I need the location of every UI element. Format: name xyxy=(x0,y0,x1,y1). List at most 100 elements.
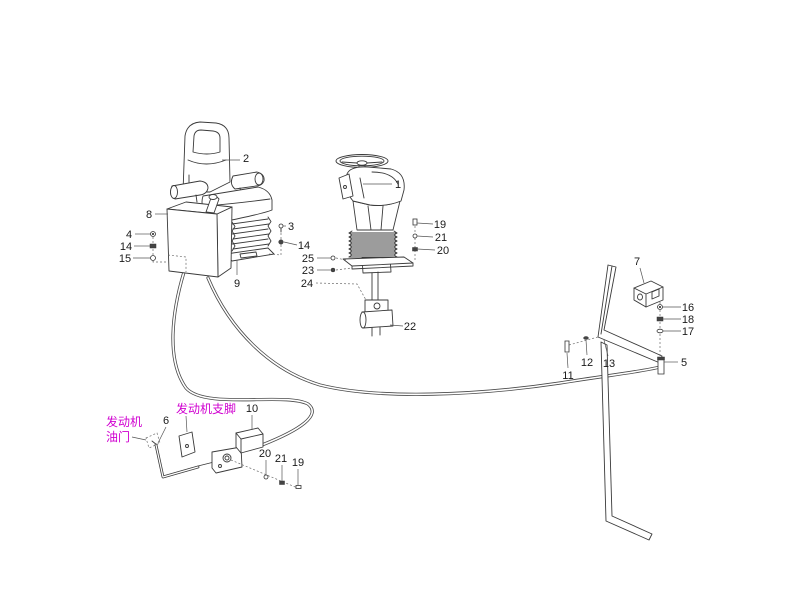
steering-wheel-inner-rim xyxy=(339,155,385,167)
callout-14-right: 14 xyxy=(298,240,310,252)
bellows-left-fold xyxy=(231,221,236,252)
fastener-21-washer xyxy=(412,233,418,239)
leader-line-11 xyxy=(566,352,569,369)
linkage-cable-nut xyxy=(222,453,232,463)
leader-line-12 xyxy=(585,339,588,356)
callout-24: 24 xyxy=(301,278,313,290)
seat-backrest xyxy=(182,121,231,193)
callout-1: 1 xyxy=(395,179,401,191)
valve-cylinder-end xyxy=(359,311,367,329)
callout-2: 2 xyxy=(243,153,249,165)
bracket-arm-fold xyxy=(600,265,613,335)
fastener-25-bolt xyxy=(330,255,336,261)
throttle-cable-core xyxy=(172,271,314,446)
fastener-18-hex xyxy=(656,316,664,322)
column-fasteners-left xyxy=(330,255,353,273)
steering-wheel-hub xyxy=(356,160,368,166)
callout-22: 22 xyxy=(404,321,416,333)
annotation-notes: 发动机 油门 发动机支脚 xyxy=(106,401,236,444)
steering-wheel xyxy=(335,154,389,173)
headrest-opening xyxy=(192,129,221,155)
flange-plate-edge xyxy=(351,262,414,270)
cable-mount-body xyxy=(633,280,664,308)
callout-8: 8 xyxy=(146,209,152,221)
note-engine-mount: 发动机支脚 xyxy=(176,401,236,416)
bracket-left-fastener-axis xyxy=(568,336,599,346)
bracket-arm xyxy=(597,264,663,364)
linkage-bracket-upright xyxy=(235,427,264,454)
bracket-cable-core xyxy=(207,277,661,396)
callout-7: 7 xyxy=(634,256,640,268)
leader-line-22 xyxy=(389,324,404,327)
leader-line-21-column xyxy=(416,235,434,238)
cable-mount-slot xyxy=(651,288,660,300)
callout-14-left: 14 xyxy=(120,241,132,253)
fastener-20-bottom-washer xyxy=(263,474,269,480)
throttle-cable xyxy=(171,270,314,447)
fastener-4-core xyxy=(151,232,155,236)
callout-13: 13 xyxy=(603,358,615,370)
column-lower-shaft xyxy=(371,271,379,301)
note-leader-engine-throttle xyxy=(131,436,147,441)
callout-3: 3 xyxy=(288,221,294,233)
column-side-bracket-hole xyxy=(343,185,347,189)
steering-wheel-spokes xyxy=(341,161,383,164)
fastener-19-screw xyxy=(412,218,418,226)
callout-4: 4 xyxy=(126,229,132,241)
fastener-19-bottom-screw xyxy=(295,485,302,489)
callout-21-column: 21 xyxy=(435,232,447,244)
bracket-leg xyxy=(600,341,653,541)
fastener-14-washer xyxy=(149,243,157,249)
column-bellows-fill xyxy=(350,231,396,258)
column-cowl-contour xyxy=(359,171,399,199)
linkage-bracket-upright-edges xyxy=(235,432,264,454)
column-bellows-right-fold xyxy=(393,230,398,258)
fastener-20-nut xyxy=(412,247,418,252)
engine-mount-hole xyxy=(185,444,189,448)
note-engine-throttle-line-1: 发动机 xyxy=(106,414,142,429)
callout-6: 6 xyxy=(163,415,169,427)
column-bellows-left-fold xyxy=(348,230,353,258)
valve-cylinder xyxy=(361,309,394,329)
fastener-12-washer xyxy=(583,336,589,340)
valve-fittings xyxy=(371,326,381,337)
column-inner-shaft xyxy=(367,205,384,231)
callout-21-bottom: 21 xyxy=(275,453,287,465)
fastener-11-bolt xyxy=(564,340,570,353)
linkage-fastener-axis xyxy=(230,459,301,490)
leader-lines xyxy=(131,159,681,485)
seat-assembly xyxy=(149,121,284,278)
callout-19-bottom: 19 xyxy=(292,457,304,469)
fastener-3-screw-head xyxy=(278,223,284,229)
column-bellows-inner-ridges xyxy=(351,234,395,256)
leader-line-24 xyxy=(315,282,367,301)
leader-line-13 xyxy=(603,339,609,357)
linkage-cable-nut-core xyxy=(224,455,230,461)
throttle-linkage-assembly xyxy=(145,427,302,490)
fastener-17-washer xyxy=(656,328,664,334)
control-box xyxy=(166,194,233,278)
left-armrest xyxy=(170,180,209,203)
leader-line-19-column xyxy=(416,222,434,225)
control-lever xyxy=(205,195,220,214)
callout-5: 5 xyxy=(681,357,687,369)
callout-17: 17 xyxy=(682,326,694,338)
fastener-14-right-washer xyxy=(278,239,284,245)
fastener-15-bolt xyxy=(150,255,156,261)
base-plate-slot xyxy=(239,251,258,259)
callout-19-column: 19 xyxy=(434,219,446,231)
seat-suspension-bellows xyxy=(231,215,272,257)
fastener-5-bolt xyxy=(657,357,665,375)
column-bellows xyxy=(348,230,398,258)
steering-column-assembly xyxy=(330,154,418,337)
leader-line-7 xyxy=(639,267,645,284)
control-box-side xyxy=(216,206,233,278)
linkage-rod xyxy=(197,461,215,467)
steering-valve xyxy=(359,299,394,337)
valve-port xyxy=(373,302,381,310)
note-leader-engine-mount xyxy=(185,415,188,433)
callout-12: 12 xyxy=(581,357,593,369)
column-mount-flange xyxy=(342,256,414,274)
